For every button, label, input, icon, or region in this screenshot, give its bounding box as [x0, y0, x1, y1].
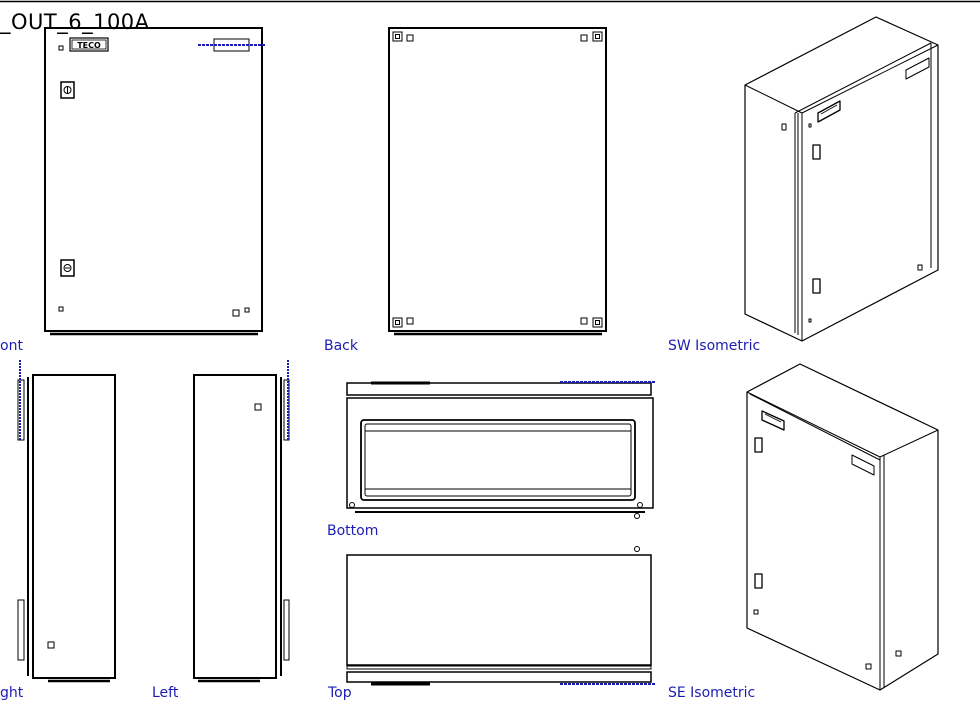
- label-left-view: Left: [152, 685, 179, 701]
- bottom-view: [346, 381, 655, 519]
- label-bottom-view: Bottom: [327, 523, 379, 539]
- left-view: [193, 360, 290, 683]
- brand-logo-front: TECO: [69, 37, 109, 52]
- right-view: [17, 360, 116, 683]
- lock-top-icon: [60, 81, 75, 99]
- drawing-title: _OUT_6_100A: [0, 10, 150, 34]
- top-view: [346, 546, 655, 686]
- se-isometric-view: [746, 363, 939, 691]
- label-top-view: Top: [328, 685, 352, 701]
- front-view: TECO: [44, 27, 266, 336]
- label-se-isometric: SE Isometric: [668, 685, 756, 701]
- lock-bottom-icon: [60, 259, 75, 277]
- brand-text: TECO: [77, 41, 101, 50]
- label-back-view: Back: [324, 338, 358, 354]
- label-right-view: ght: [0, 685, 24, 701]
- sw-isometric-view: [744, 16, 939, 342]
- label-front-view: ont: [0, 338, 23, 354]
- label-sw-isometric: SW Isometric: [668, 338, 761, 354]
- back-view: [388, 27, 607, 336]
